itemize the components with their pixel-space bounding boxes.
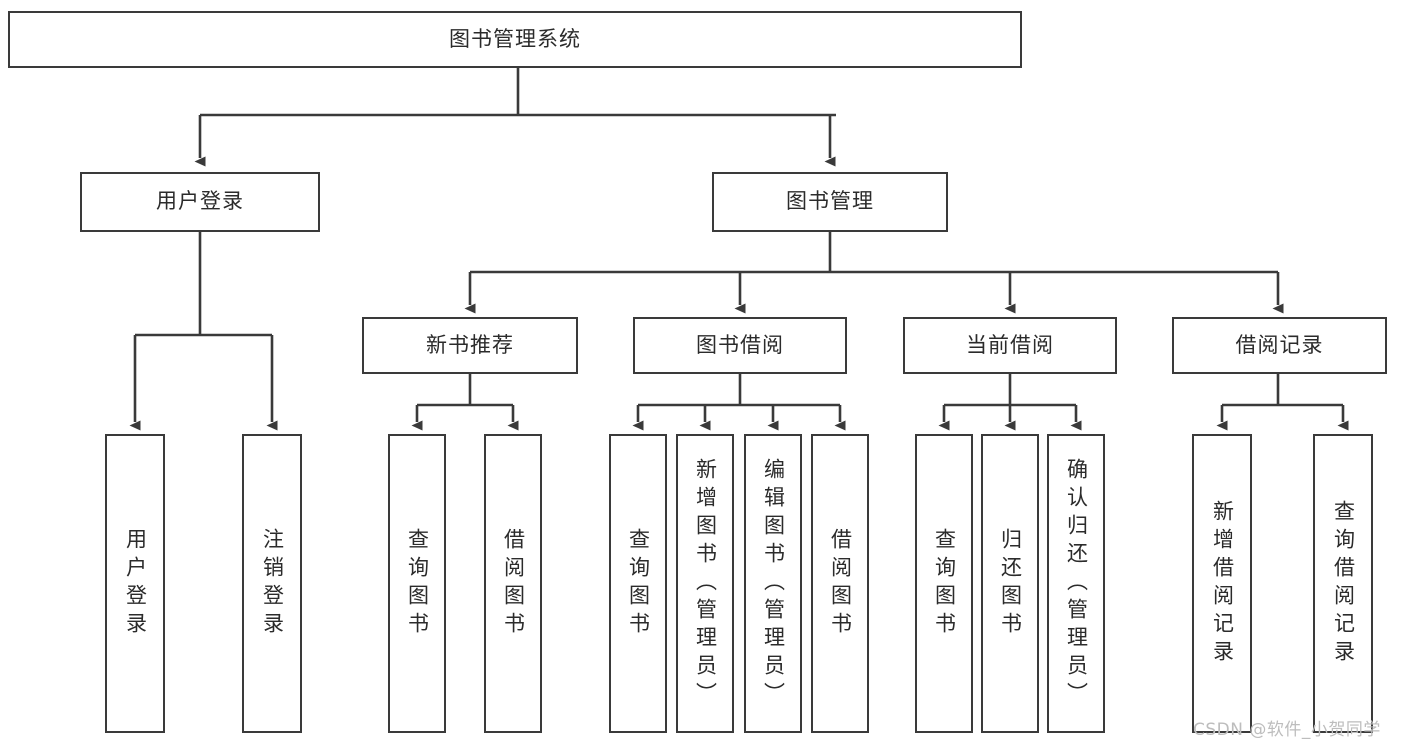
node-leaf-user-login[interactable]: 用户登录 xyxy=(105,434,165,733)
edge-group-book-manage xyxy=(464,232,1284,314)
csdn-watermark: CSDN @软件_小贺同学 xyxy=(1193,720,1381,740)
node-leaf-user-logout-label: 注销登录 xyxy=(260,527,285,640)
node-leaf-br-add[interactable]: 新增借阅记录 xyxy=(1192,434,1252,733)
node-leaf-bb-borrow-label: 借阅图书 xyxy=(828,527,853,640)
node-book-manage[interactable]: 图书管理 xyxy=(712,172,948,232)
node-leaf-bb-query[interactable]: 查询图书 xyxy=(609,434,667,733)
node-borrow-record[interactable]: 借阅记录 xyxy=(1172,317,1387,374)
edge-group-borrow-record xyxy=(1216,374,1349,431)
node-leaf-cb-query[interactable]: 查询图书 xyxy=(915,434,973,733)
edge-group-root xyxy=(194,68,836,167)
node-leaf-bb-add-label: 新增图书（管理员） xyxy=(693,457,718,710)
node-leaf-bb-add[interactable]: 新增图书（管理员） xyxy=(676,434,734,733)
edge-group-new-book-rec xyxy=(411,374,519,431)
edge-group-book-borrow xyxy=(632,374,846,431)
node-leaf-cb-confirm-label: 确认归还（管理员） xyxy=(1064,457,1089,710)
node-leaf-br-query[interactable]: 查询借阅记录 xyxy=(1313,434,1373,733)
node-leaf-br-add-label: 新增借阅记录 xyxy=(1210,499,1235,668)
node-book-borrow[interactable]: 图书借阅 xyxy=(633,317,847,374)
node-leaf-bb-query-label: 查询图书 xyxy=(626,527,651,640)
node-root-label: 图书管理系统 xyxy=(449,26,581,51)
node-borrow-record-label: 借阅记录 xyxy=(1235,332,1324,357)
node-leaf-rec-borrow[interactable]: 借阅图书 xyxy=(484,434,542,733)
node-root[interactable]: 图书管理系统 xyxy=(8,11,1022,68)
node-leaf-bb-borrow[interactable]: 借阅图书 xyxy=(811,434,869,733)
node-user-login[interactable]: 用户登录 xyxy=(80,172,320,232)
node-leaf-bb-edit[interactable]: 编辑图书（管理员） xyxy=(744,434,802,733)
node-current-borrow[interactable]: 当前借阅 xyxy=(903,317,1117,374)
node-new-book-rec[interactable]: 新书推荐 xyxy=(362,317,578,374)
node-leaf-cb-confirm[interactable]: 确认归还（管理员） xyxy=(1047,434,1105,733)
node-leaf-user-logout[interactable]: 注销登录 xyxy=(242,434,302,733)
node-leaf-rec-query[interactable]: 查询图书 xyxy=(388,434,446,733)
node-current-borrow-label: 当前借阅 xyxy=(966,332,1054,357)
node-leaf-cb-query-label: 查询图书 xyxy=(932,527,957,640)
node-new-book-rec-label: 新书推荐 xyxy=(426,332,514,357)
node-leaf-user-login-label: 用户登录 xyxy=(123,527,148,640)
edge-group-user-login xyxy=(129,232,278,431)
node-leaf-cb-return[interactable]: 归还图书 xyxy=(981,434,1039,733)
node-leaf-br-query-label: 查询借阅记录 xyxy=(1331,499,1356,668)
node-leaf-cb-return-label: 归还图书 xyxy=(998,527,1023,640)
edge-group-current-borrow xyxy=(938,374,1082,431)
node-user-login-label: 用户登录 xyxy=(156,189,244,214)
node-leaf-rec-borrow-label: 借阅图书 xyxy=(501,527,526,640)
node-book-borrow-label: 图书借阅 xyxy=(696,332,784,357)
node-leaf-rec-query-label: 查询图书 xyxy=(405,527,430,640)
node-leaf-bb-edit-label: 编辑图书（管理员） xyxy=(761,457,786,710)
node-book-manage-label: 图书管理 xyxy=(786,189,874,214)
